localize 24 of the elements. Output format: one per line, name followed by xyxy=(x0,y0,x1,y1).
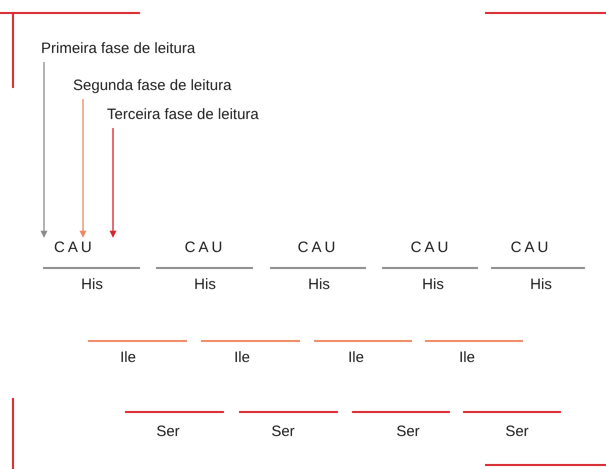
amino-acid-label: Ser xyxy=(396,423,420,441)
amino-acid-label: Ser xyxy=(156,423,180,441)
codon-label: CAU xyxy=(510,239,552,257)
reading-frame-label: Primeira fase de leitura xyxy=(41,40,196,58)
amino-acid-label: His xyxy=(530,276,552,294)
amino-acid-label: His xyxy=(194,276,216,294)
reading-frame-label: Segunda fase de leitura xyxy=(73,77,232,95)
amino-acid-label: Ile xyxy=(234,349,250,367)
codon-label: CAU xyxy=(54,239,95,257)
codon-label: CAU xyxy=(410,239,452,257)
amino-acid-label: His xyxy=(422,276,444,294)
amino-acid-label: Ile xyxy=(348,349,364,367)
codon-label: CAU xyxy=(184,239,226,257)
arrow xyxy=(40,62,48,238)
amino-acid-label: Ile xyxy=(120,349,136,367)
codon-label: CAU xyxy=(298,239,338,257)
reading-frame-label: Terceira fase de leitura xyxy=(107,106,259,124)
amino-acid-label: Ile xyxy=(459,349,475,367)
arrow xyxy=(80,99,86,238)
arrow xyxy=(110,128,116,238)
amino-acid-label: His xyxy=(308,276,330,294)
amino-acid-label: His xyxy=(81,276,103,294)
amino-acid-label: Ser xyxy=(505,423,529,441)
amino-acid-label: Ser xyxy=(271,423,295,441)
